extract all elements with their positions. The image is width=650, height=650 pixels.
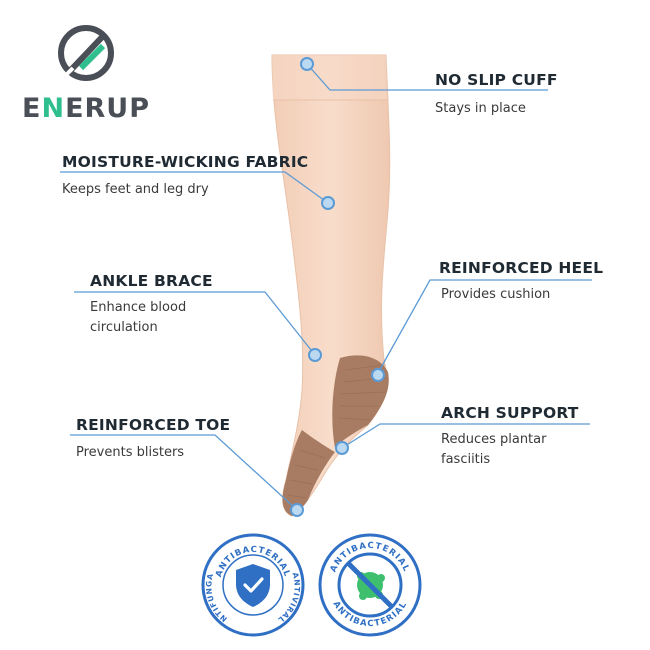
feature-desc-ankle-line2: circulation <box>90 320 158 335</box>
feature-title-no-slip: NO SLIP CUFF <box>435 71 558 89</box>
antibacterial-shield-badge: ANTIBACTERIAL ANTIFUNGAL ANTIVIRAL <box>200 532 305 637</box>
feature-title-toe: REINFORCED TOE <box>76 416 231 434</box>
feature-title-moisture: MOISTURE-WICKING FABRIC <box>62 153 309 171</box>
check-icon <box>243 577 264 593</box>
feature-desc-arch-line1: Reduces plantar <box>441 432 547 447</box>
feature-desc-no-slip: Stays in place <box>435 101 526 116</box>
prohibited-slash-icon <box>346 561 394 609</box>
feature-desc-ankle-line1: Enhance blood <box>90 300 187 315</box>
feature-title-ankle: ANKLE BRACE <box>90 272 213 290</box>
feature-title-arch: ARCH SUPPORT <box>441 404 579 422</box>
feature-title-heel: REINFORCED HEEL <box>439 259 604 277</box>
brand-name-accent: N <box>41 93 66 124</box>
antibacterial-germ-badge: ANTIBACTERIAL ANTIBACTERIAL <box>318 533 422 637</box>
feature-desc-heel: Provides cushion <box>441 287 551 302</box>
shield-icon <box>236 564 270 607</box>
enerup-logo-icon <box>58 25 114 81</box>
brand-name-suffix: ERUP <box>65 93 151 124</box>
feature-desc-moisture: Keeps feet and leg dry <box>62 182 209 197</box>
feature-desc-toe: Prevents blisters <box>76 445 185 460</box>
brand-name-prefix: E <box>22 93 42 124</box>
feature-desc-arch-line2: fasciitis <box>441 452 491 467</box>
brand-name: ENERUP <box>22 93 150 124</box>
